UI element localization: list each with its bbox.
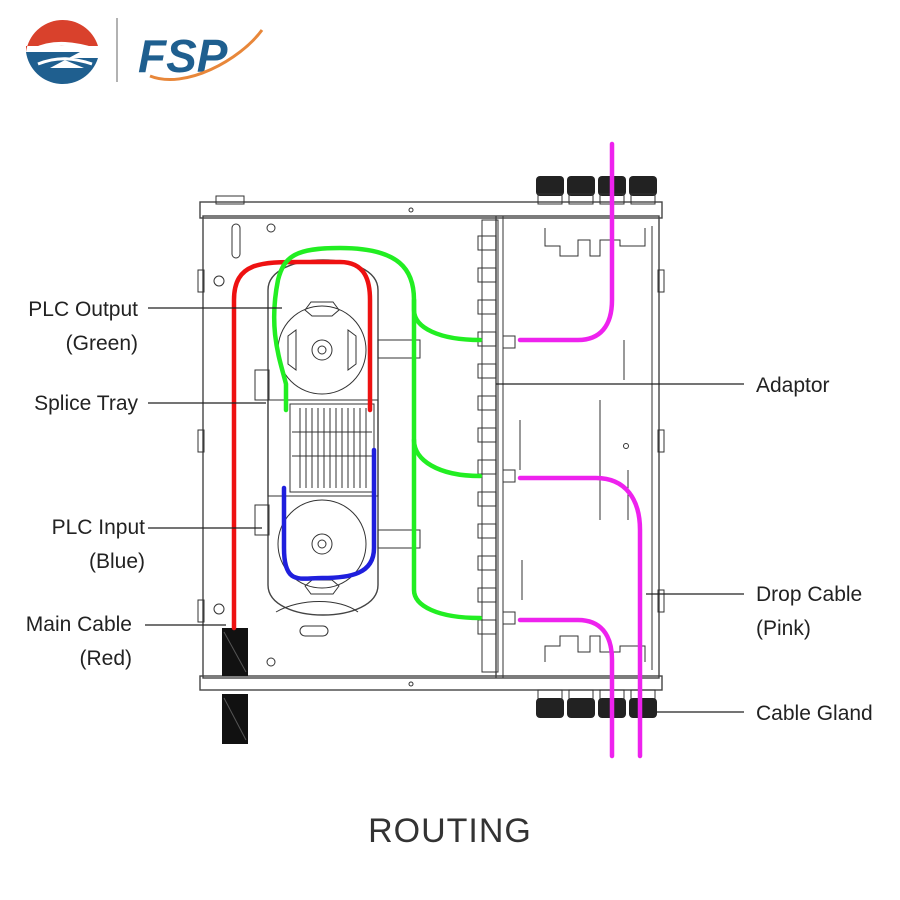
logo-wordmark: FSP: [138, 29, 264, 82]
main-cable-sheath: [222, 628, 248, 744]
bottom-rail: [199, 675, 663, 691]
drop-cable-route-3: [517, 617, 615, 759]
drop-cable-route-2: [517, 475, 643, 759]
leader-lines: [145, 307, 744, 713]
splice-tray-label: Splice Tray: [34, 392, 138, 415]
cable-glands-top: [536, 176, 657, 205]
top-rail: [199, 201, 663, 219]
logo-emblem-icon: [26, 19, 98, 85]
plc-output-route-3: [411, 437, 483, 621]
lock-slot: [231, 223, 241, 259]
plc-input-label: PLC Input: [52, 516, 146, 539]
adaptor-strip: [477, 219, 516, 673]
diagram-title: ROUTING: [368, 812, 532, 850]
main-cable-route: [231, 259, 373, 631]
drop-cable-label: Drop Cable: [756, 583, 862, 606]
plc-input-route: [281, 447, 377, 581]
splice-holder: [267, 399, 379, 497]
plc-output-label: PLC Output: [28, 298, 138, 321]
upper-spool: [277, 305, 367, 395]
adaptor-label: Adaptor: [756, 374, 830, 397]
cables: [231, 141, 643, 759]
right-compartment: [519, 226, 653, 670]
main-cable-sublabel: (Red): [79, 647, 132, 670]
enclosure: [197, 195, 665, 691]
enclosure-body: [202, 215, 660, 679]
plc-input-sublabel: (Blue): [89, 550, 145, 573]
drop-cable-route-1: [517, 141, 615, 343]
drop-cable-sublabel: (Pink): [756, 617, 811, 640]
lower-spool: [277, 499, 367, 589]
logo-text: FSP: [138, 30, 228, 82]
cable-gland-label: Cable Gland: [756, 702, 873, 725]
screw-icon: [213, 603, 225, 615]
screw-icon: [213, 275, 225, 287]
plc-output-route: [271, 245, 483, 413]
main-cable-label: Main Cable: [26, 613, 132, 636]
plc-output-sublabel: (Green): [66, 332, 138, 355]
left-labels: PLC Output (Green) Splice Tray PLC Input…: [26, 298, 145, 670]
right-labels: Adaptor Drop Cable (Pink) Cable Gland: [756, 374, 873, 725]
company-logo: FSP: [26, 18, 264, 85]
